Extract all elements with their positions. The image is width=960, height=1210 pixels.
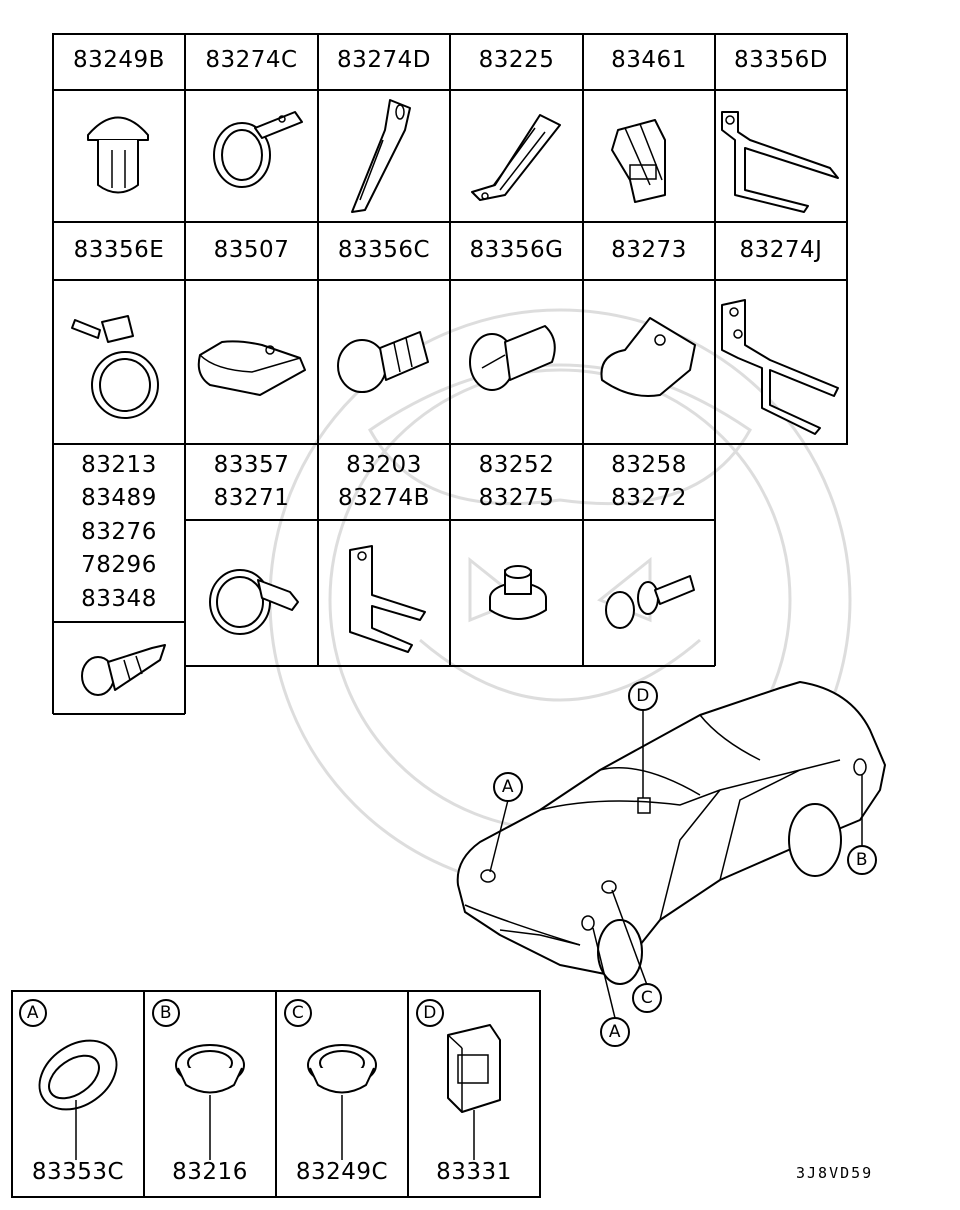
location-letter-a: A [26,1003,40,1023]
location-letter-d: D [423,1003,437,1023]
location-letter-c: C [291,1003,305,1023]
part-label-83276: 83276 [81,519,157,545]
clip-83249b-drawing [87,116,149,194]
part-label-83225: 83225 [478,47,555,73]
grommet-83356g-drawing [469,325,556,391]
callout-circles [493,681,877,1047]
car-outline-drawing [456,681,886,985]
bracket-83203-drawing [349,545,426,653]
part-label-83357: 83357 [213,452,290,478]
location-part-83216: 83216 [172,1159,248,1185]
clip-83507-drawing [197,340,306,396]
p-clip-83273-drawing [600,317,696,397]
bracket-83356d-drawing [721,111,839,213]
band-clamp-83356e-drawing [71,315,159,419]
callout-d: D [636,686,650,706]
part-label-83273: 83273 [611,237,687,263]
grommet-83353c-drawing [38,1039,118,1160]
bracket-83225-drawing [471,114,561,201]
callout-b: B [855,850,869,870]
band-clamp-83357-drawing [209,569,299,635]
parts-table-grid [52,33,848,715]
callout-a-upper: A [501,777,515,797]
part-label-83272: 83272 [611,485,687,511]
location-letter-b: B [159,1003,173,1023]
part-label-83489: 83489 [81,485,157,511]
nut-83252-drawing [489,565,547,620]
callout-c: C [640,988,654,1008]
part-label-83274j: 83274J [739,237,823,263]
part-label-83274c: 83274C [205,47,298,73]
part-label-83203: 83203 [346,452,422,478]
location-letter-circles [19,999,444,1027]
part-label-83461: 83461 [611,47,687,73]
bracket-83274j-drawing [721,299,839,435]
screw-83213-drawing [81,644,166,696]
part-label-83507: 83507 [213,237,290,263]
part-label-83356g: 83356G [469,237,564,263]
location-part-83353c: 83353C [31,1159,125,1185]
callout-leaders [489,710,863,1019]
part-label-83356c: 83356C [337,237,431,263]
connector-83331-drawing [447,1024,501,1160]
part-label-83213: 83213 [81,452,157,478]
part-label-83274d: 83274D [337,47,431,73]
stud-83258-drawing [605,575,695,629]
push-rivet-83356c-drawing [337,331,429,393]
part-label-83348: 83348 [81,586,157,612]
diagram-code: 3J8VD59 [796,1164,874,1182]
part-label-83356e: 83356E [73,237,165,263]
part-label-83356d: 83356D [734,47,828,73]
callout-a-lower: A [608,1022,622,1042]
location-part-83331: 83331 [436,1159,512,1185]
part-label-83274b: 83274B [338,485,430,511]
part-label-83271: 83271 [213,485,290,511]
location-table-grid [11,990,541,1198]
grommet-83249c-drawing [307,1044,377,1160]
part-label-83249b: 83249B [73,47,165,73]
bracket-83274d-drawing [351,99,411,213]
part-label-83275: 83275 [478,485,555,511]
location-part-83249c: 83249C [295,1159,389,1185]
part-label-83252: 83252 [478,452,555,478]
band-clamp-83274c-drawing [213,111,303,188]
clip-83461-drawing [611,119,666,203]
part-label-78296: 78296 [81,552,157,578]
grommet-83216-drawing [175,1044,245,1160]
part-label-83258: 83258 [611,452,687,478]
